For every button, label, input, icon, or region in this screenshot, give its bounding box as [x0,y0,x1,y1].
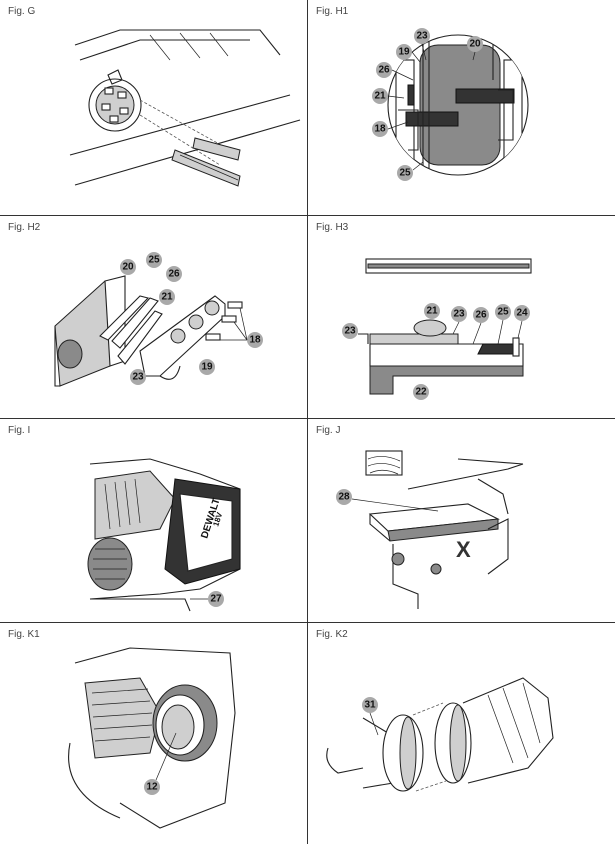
svg-text:18: 18 [374,124,386,135]
svg-text:26: 26 [168,269,180,280]
callout-20: 20 [467,36,483,52]
figure-j-panel: Fig. J X 28 [308,419,615,622]
svg-text:20: 20 [469,39,481,50]
svg-text:28: 28 [338,492,350,503]
callout-25: 25 [495,304,511,320]
callout-21: 21 [372,88,388,104]
svg-text:20: 20 [122,262,134,273]
callout-19: 19 [199,359,215,375]
callout-18: 18 [247,332,263,348]
callout-31: 31 [362,697,378,713]
callout-26: 26 [376,62,392,78]
figure-label: Fig. J [316,425,341,436]
svg-text:27: 27 [210,594,222,605]
svg-text:31: 31 [364,700,376,711]
figure-j-drawing: X 28 [336,450,524,609]
figure-k2-panel: Fig. K2 31 [308,623,615,844]
figure-label: Fig. I [8,425,31,436]
callout-26: 26 [166,266,182,282]
figure-h3-panel: Fig. H3 21 23 26 25 24 23 22 [308,216,615,418]
figure-h3-drawing: 21 23 26 25 24 23 22 [342,258,532,400]
grid-divider-row-1 [0,215,615,216]
callout-22: 22 [413,384,429,400]
callout-21: 21 [424,303,440,319]
figure-k2-drawing: 31 [326,677,554,792]
callout-12: 12 [144,779,160,795]
svg-text:24: 24 [516,308,528,319]
grid-divider-row-3 [0,622,615,623]
figure-label: Fig. H1 [316,6,349,17]
svg-text:26: 26 [475,310,487,321]
figure-h2-drawing: 20 25 26 21 18 23 19 [54,252,263,387]
svg-text:21: 21 [374,91,386,102]
grid-divider-vertical [307,0,308,844]
battery-voltage-mark: 18V [211,511,224,528]
svg-text:18: 18 [249,335,261,346]
figure-g-drawing [69,29,301,187]
svg-text:12: 12 [146,782,158,793]
figure-label: Fig. K1 [8,629,40,640]
figure-label: Fig. H3 [316,222,349,233]
callout-27: 27 [208,591,224,607]
figure-label: Fig. K2 [316,629,348,640]
svg-text:25: 25 [399,168,411,179]
figure-h1-panel: Fig. H1 23 20 19 26 21 18 [308,0,615,215]
blade-mark: X [456,537,471,562]
svg-text:23: 23 [132,372,144,383]
callout-25: 25 [146,252,162,268]
figure-h1-drawing: 23 20 19 26 21 18 25 [372,28,529,181]
svg-text:23: 23 [344,326,356,337]
grid-divider-row-2 [0,418,615,419]
callout-28: 28 [336,489,352,505]
figure-label: Fig. G [8,6,36,17]
callout-23: 23 [130,369,146,385]
figure-i-panel: Fig. I DEWALT 18V 27 [0,419,307,622]
figure-i-drawing: DEWALT 18V 27 [87,458,241,612]
callout-18: 18 [372,121,388,137]
svg-text:21: 21 [161,292,173,303]
figure-k1-drawing: 12 [68,647,236,829]
callout-21: 21 [159,289,175,305]
callout-25: 25 [397,165,413,181]
svg-text:19: 19 [398,47,410,58]
callout-20: 20 [120,259,136,275]
callout-19: 19 [396,44,412,60]
callout-23: 23 [451,306,467,322]
figure-g-panel: Fig. G [0,0,307,215]
figure-k1-panel: Fig. K1 12 [0,623,307,844]
callout-24: 24 [514,305,530,321]
figure-h2-panel: Fig. H2 20 25 26 21 18 23 19 [0,216,307,418]
figure-label: Fig. H2 [8,222,41,233]
svg-text:23: 23 [453,309,465,320]
callout-26: 26 [473,307,489,323]
svg-text:23: 23 [416,31,428,42]
callout-23: 23 [342,323,358,339]
svg-text:21: 21 [426,306,438,317]
svg-text:25: 25 [497,307,509,318]
svg-text:22: 22 [415,387,427,398]
svg-text:26: 26 [378,65,390,76]
callout-23: 23 [414,28,430,44]
svg-text:19: 19 [201,362,213,373]
svg-text:25: 25 [148,255,160,266]
